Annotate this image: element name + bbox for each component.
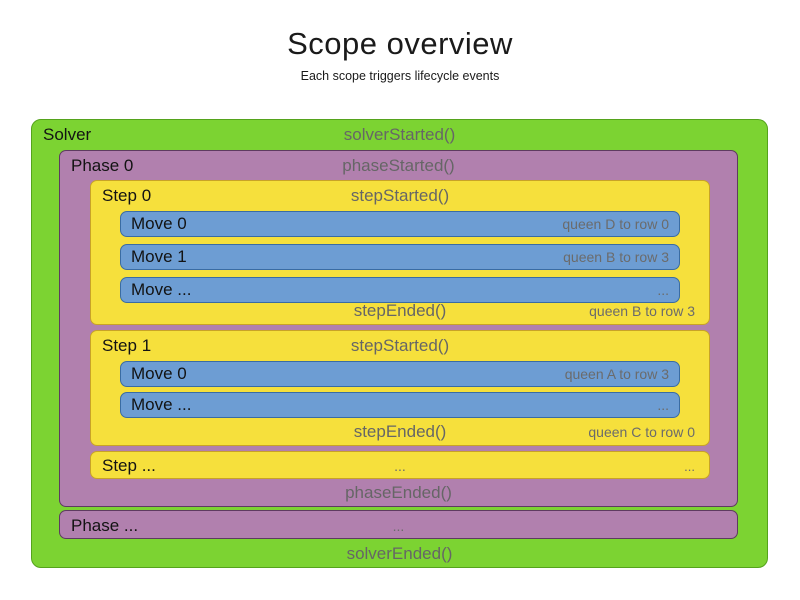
step1-footer: stepEnded() queen C to row 0 — [91, 418, 709, 445]
step0-movedots-note: ... — [657, 282, 669, 298]
step0-footer: stepEnded() queen B to row 3 — [91, 297, 709, 324]
step1-label: Step 1 — [102, 335, 152, 355]
step1-movedots-label: Move ... — [131, 395, 192, 414]
phasedots-center-ellipsis: ... — [392, 517, 405, 534]
step0-ended-event: stepEnded() — [353, 300, 447, 320]
step0-scope-box: Step 0 stepStarted() Move 0 queen D to r… — [90, 180, 710, 325]
step1-movedots-note: ... — [657, 397, 669, 413]
solver-label: Solver — [43, 124, 92, 144]
step0-label: Step 0 — [102, 185, 152, 205]
solver-started-event: solverStarted() — [343, 124, 456, 144]
step0-move1-label: Move 1 — [131, 247, 187, 266]
step1-scope-box: Step 1 stepStarted() Move 0 queen A to r… — [90, 330, 710, 446]
stepdots-scope-box: Step ... ... ... — [90, 451, 710, 479]
solver-ended-event: solverEnded() — [346, 543, 453, 563]
stepdots-right-ellipsis: ... — [684, 458, 695, 474]
step0-movedots-box: Move ... ... — [120, 277, 680, 303]
solver-footer: solverEnded() — [32, 540, 767, 567]
step0-move1-note: queen B to row 3 — [563, 249, 669, 265]
step1-move0-label: Move 0 — [131, 364, 187, 383]
solver-scope-box: Solver solverStarted() Phase 0 phaseStar… — [31, 119, 768, 568]
step1-ended-note: queen C to row 0 — [588, 423, 695, 440]
phase0-ended-event: phaseEnded() — [345, 482, 452, 502]
step0-header: Step 0 stepStarted() — [91, 181, 709, 210]
step1-movedots-box: Move ... ... — [120, 392, 680, 418]
step1-started-event: stepStarted() — [350, 335, 450, 355]
step0-ended-note: queen B to row 3 — [589, 302, 695, 319]
stepdots-center-ellipsis: ... — [394, 458, 406, 474]
phasedots-label: Phase ... — [71, 515, 139, 535]
step0-move0-note: queen D to row 0 — [562, 216, 669, 232]
phase0-scope-box: Phase 0 phaseStarted() Step 0 stepStarte… — [59, 150, 738, 507]
step1-move0-note: queen A to row 3 — [564, 366, 669, 382]
step1-move0-box: Move 0 queen A to row 3 — [120, 361, 680, 387]
page-title: Scope overview — [287, 26, 513, 61]
phase0-footer: phaseEnded() — [60, 479, 737, 506]
solver-header: Solver solverStarted() — [32, 120, 767, 149]
step1-ended-event: stepEnded() — [353, 421, 447, 441]
phase0-label: Phase 0 — [71, 155, 134, 175]
page-subtitle: Each scope triggers lifecycle events — [300, 69, 500, 83]
step1-header: Step 1 stepStarted() — [91, 331, 709, 360]
stepdots-header: Step ... ... ... — [91, 452, 709, 480]
phasedots-scope-box: Phase ... ... — [59, 510, 738, 539]
step0-move0-box: Move 0 queen D to row 0 — [120, 211, 680, 237]
stepdots-label: Step ... — [102, 456, 156, 475]
step0-movedots-label: Move ... — [131, 280, 192, 299]
phase0-started-event: phaseStarted() — [342, 155, 455, 175]
step0-started-event: stepStarted() — [350, 185, 450, 205]
step0-move1-box: Move 1 queen B to row 3 — [120, 244, 680, 270]
phase0-header: Phase 0 phaseStarted() — [60, 151, 737, 180]
step0-move0-label: Move 0 — [131, 214, 187, 233]
phasedots-header: Phase ... ... — [60, 511, 737, 540]
